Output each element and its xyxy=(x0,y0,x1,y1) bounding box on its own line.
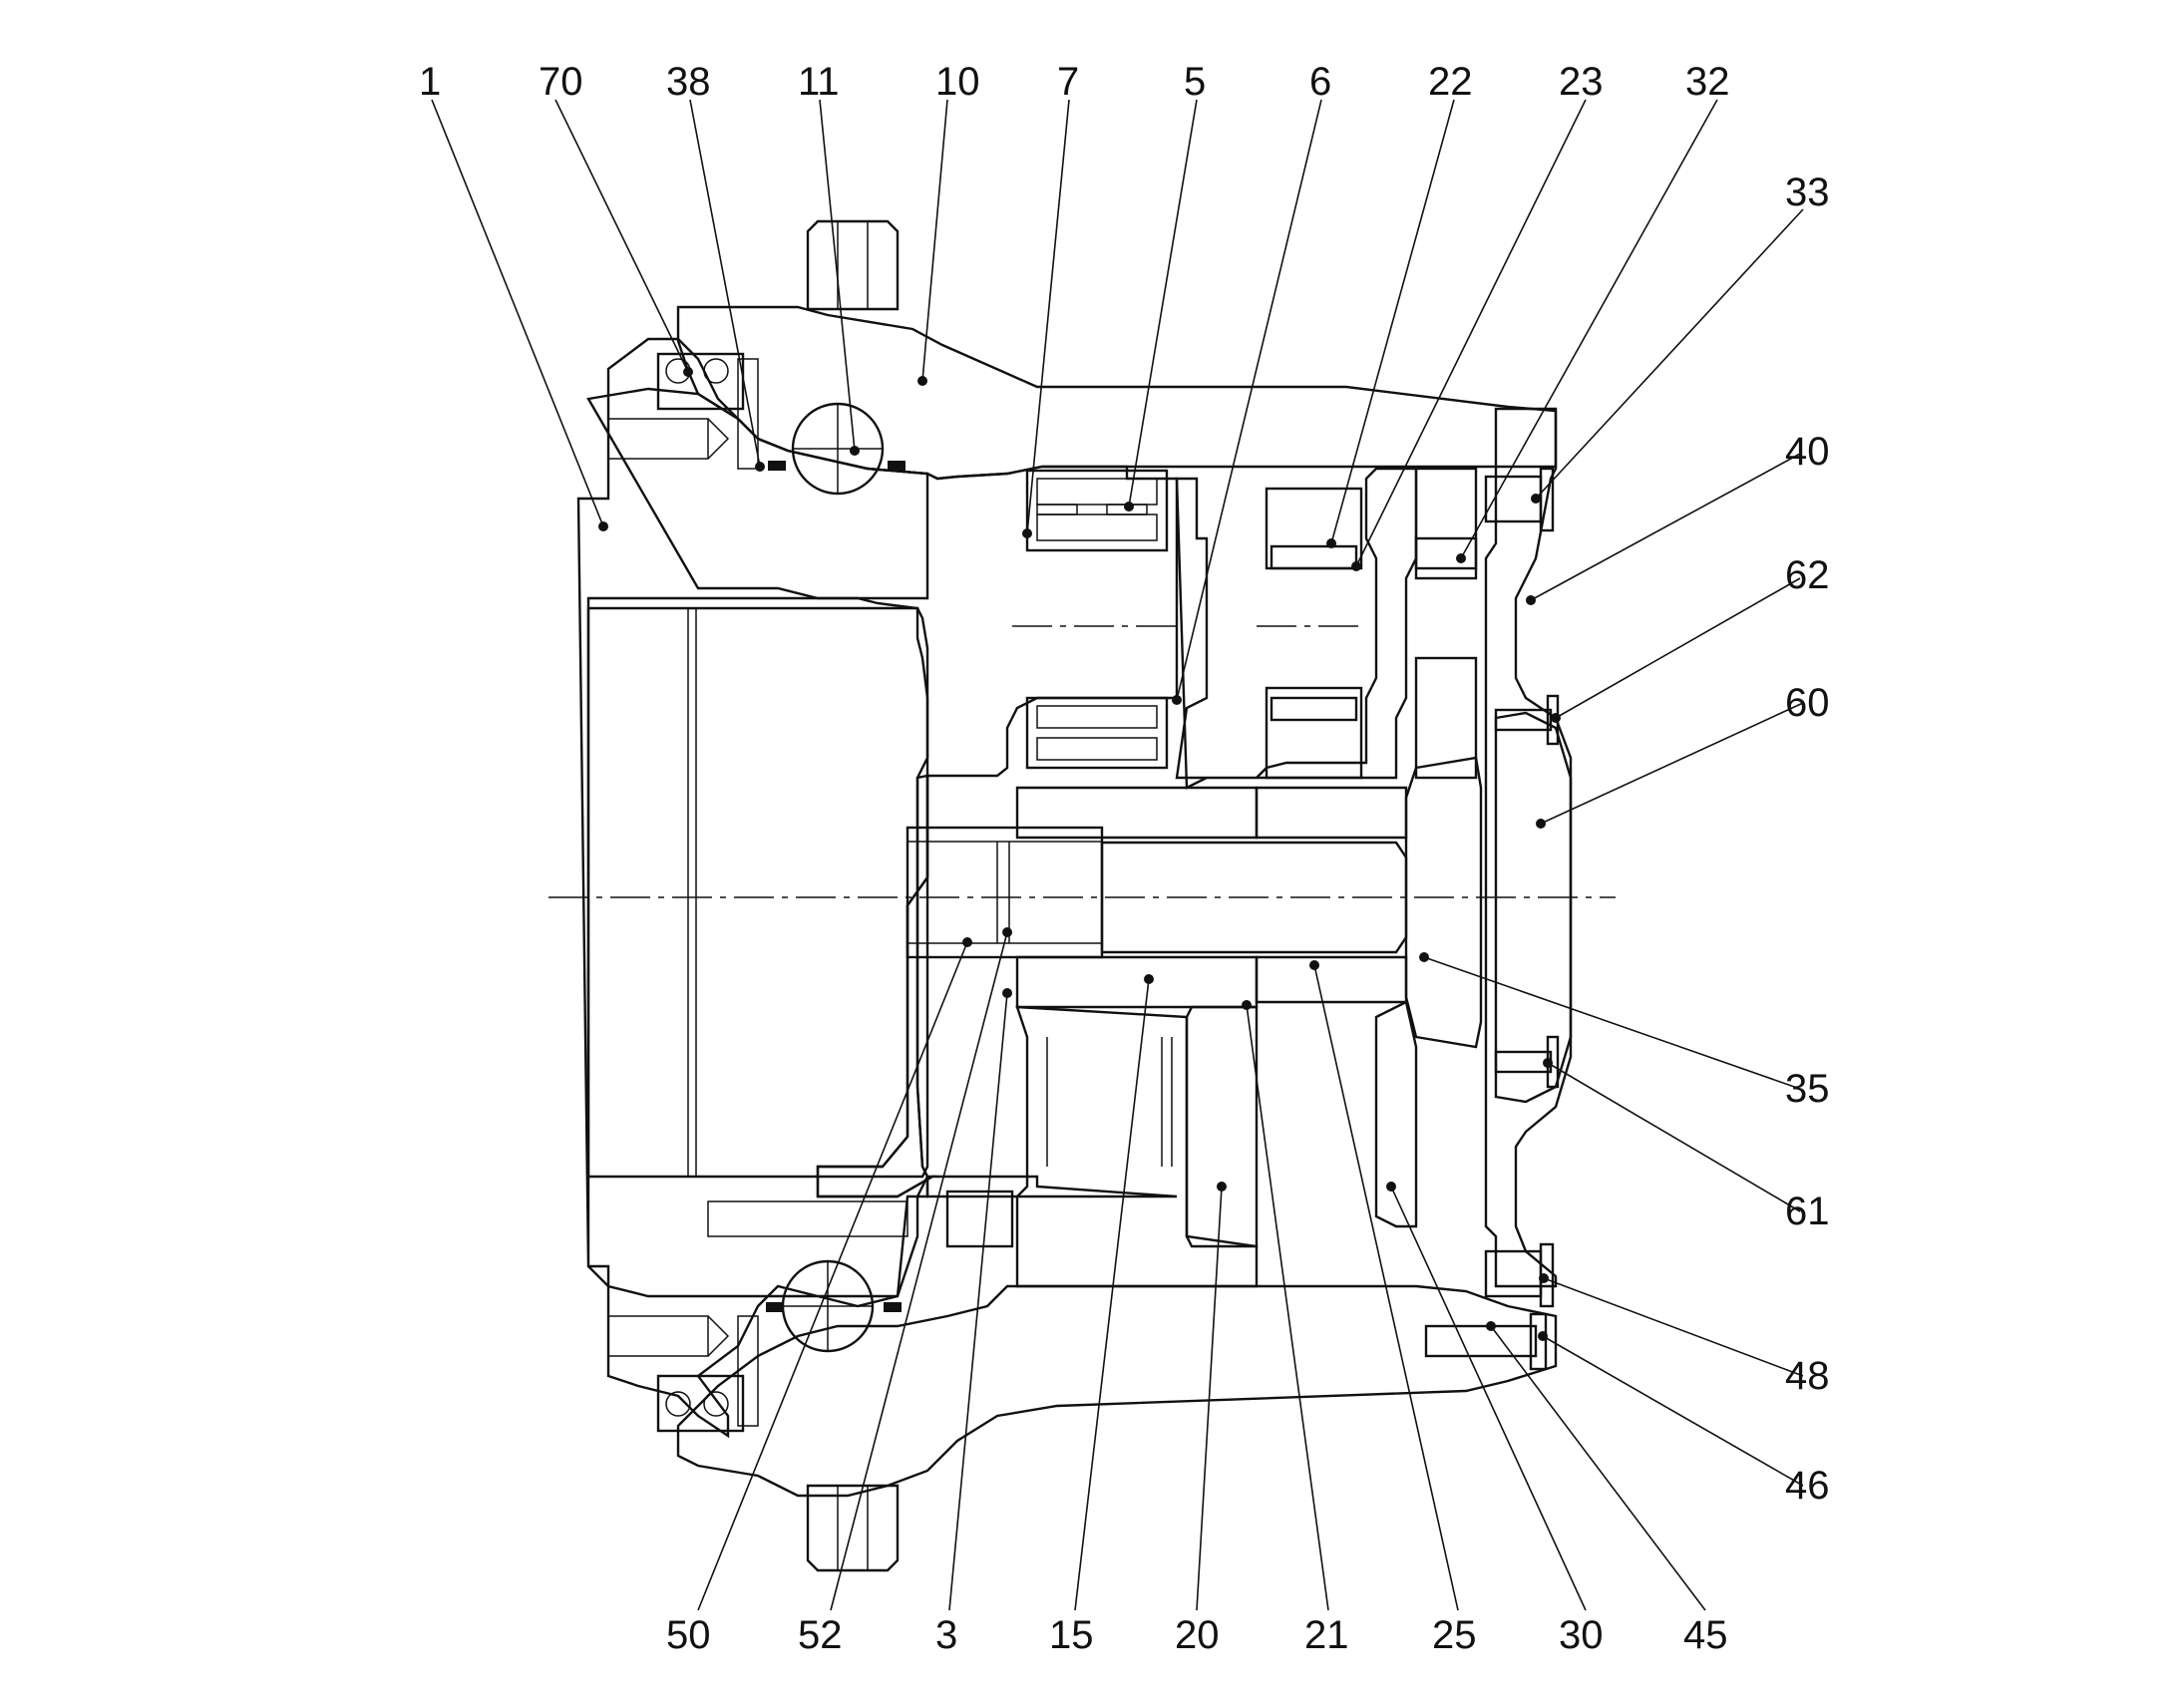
part-label: 30 xyxy=(1559,1613,1604,1657)
part-label: 52 xyxy=(798,1613,843,1657)
shaft-part-25-upper xyxy=(1255,786,1408,840)
ball-bearing-part-11-lower xyxy=(781,1259,875,1353)
part-label: 46 xyxy=(1785,1464,1830,1508)
input-shaft-part-15 xyxy=(1015,786,1259,840)
housing-flange-upper xyxy=(806,219,900,311)
housing-upper xyxy=(676,305,1558,481)
labels-bottom: 50 52 3 15 20 21 25 30 45 xyxy=(666,1613,1728,1657)
part-label: 21 xyxy=(1304,1613,1349,1657)
end-cover-part-60 xyxy=(1494,711,1573,1104)
ball-bearing-part-11-upper xyxy=(791,402,885,496)
part-label: 35 xyxy=(1785,1067,1830,1111)
housing-flange-lower xyxy=(806,1484,900,1572)
labels-top: 1 70 38 11 10 7 5 6 22 23 32 xyxy=(419,60,1730,104)
part-label: 6 xyxy=(1309,60,1331,104)
part-label: 33 xyxy=(1785,171,1830,214)
sun-disc-part-35 xyxy=(1404,756,1483,1049)
bolt-lower-mid xyxy=(707,1190,1014,1248)
part-label: 7 xyxy=(1057,60,1079,104)
part-label: 60 xyxy=(1785,681,1830,725)
part-label: 11 xyxy=(798,60,840,104)
seal-part-52-lower xyxy=(766,1302,784,1312)
part-label: 48 xyxy=(1785,1354,1830,1398)
shaft-part-25-lower xyxy=(1255,955,1408,1004)
part-label: 10 xyxy=(935,60,980,104)
seal-part-38-upper xyxy=(768,461,786,471)
coupling-sleeve xyxy=(906,826,1104,959)
part-label: 23 xyxy=(1559,60,1604,104)
part-label: 70 xyxy=(539,60,583,104)
seal-part-52b-lower xyxy=(884,1302,902,1312)
part-label: 61 xyxy=(1785,1190,1830,1233)
planet-gear-part-20 xyxy=(1185,1005,1259,1248)
screw-part-46 xyxy=(1424,1312,1548,1371)
part-label: 62 xyxy=(1785,553,1830,597)
bearing-lower-part-5 xyxy=(1025,696,1169,770)
planet-carrier-part-6 xyxy=(1175,467,1418,790)
planet-gear-mid xyxy=(1265,686,1363,780)
part-label: 22 xyxy=(1428,60,1473,104)
part-label: 1 xyxy=(419,60,441,104)
bolt-upper-left xyxy=(607,418,730,460)
input-shaft-part-15-lower xyxy=(1015,955,1259,1009)
part-label: 50 xyxy=(666,1613,711,1657)
part-label: 38 xyxy=(666,60,711,104)
planet-gear-upper xyxy=(1265,487,1363,570)
labels-right: 33 40 62 60 35 61 48 46 xyxy=(1785,171,1830,1508)
bearing-upper-part-5 xyxy=(1025,469,1169,552)
gearbox-section xyxy=(548,219,1616,1572)
bearing-part-70-lower xyxy=(656,1315,759,1433)
carrier-web-lower xyxy=(1015,1005,1259,1288)
seal-part-38b-upper xyxy=(888,461,906,471)
ring-gear-part-32-upper xyxy=(1414,467,1478,580)
ring-gear-part-32-lower xyxy=(1414,656,1478,780)
screw-part-62 xyxy=(1494,694,1560,746)
part-label: 20 xyxy=(1175,1613,1220,1657)
bearing-part-22 xyxy=(1270,544,1358,570)
bolt-lower-left xyxy=(607,1315,730,1357)
housing-lower xyxy=(676,1284,1558,1498)
bearing-part-23 xyxy=(1414,536,1478,570)
screw-part-33 xyxy=(1484,467,1555,532)
part-label: 32 xyxy=(1685,60,1730,104)
part-label: 40 xyxy=(1785,430,1830,474)
bearing-part-22b xyxy=(1270,696,1358,722)
housing-core xyxy=(586,387,1179,1198)
part-label: 5 xyxy=(1184,60,1206,104)
disc-part-30 xyxy=(1374,1000,1418,1228)
end-cover-part-40 xyxy=(1484,407,1573,1288)
part-label: 45 xyxy=(1683,1613,1728,1657)
hub-part-1 xyxy=(576,337,937,1439)
part-label: 3 xyxy=(935,1613,957,1657)
leader-lines xyxy=(431,99,1804,1611)
part-label: 25 xyxy=(1432,1613,1477,1657)
hub-bore xyxy=(586,606,929,1179)
part-label: 15 xyxy=(1049,1613,1094,1657)
shaft-core xyxy=(1100,841,1408,954)
